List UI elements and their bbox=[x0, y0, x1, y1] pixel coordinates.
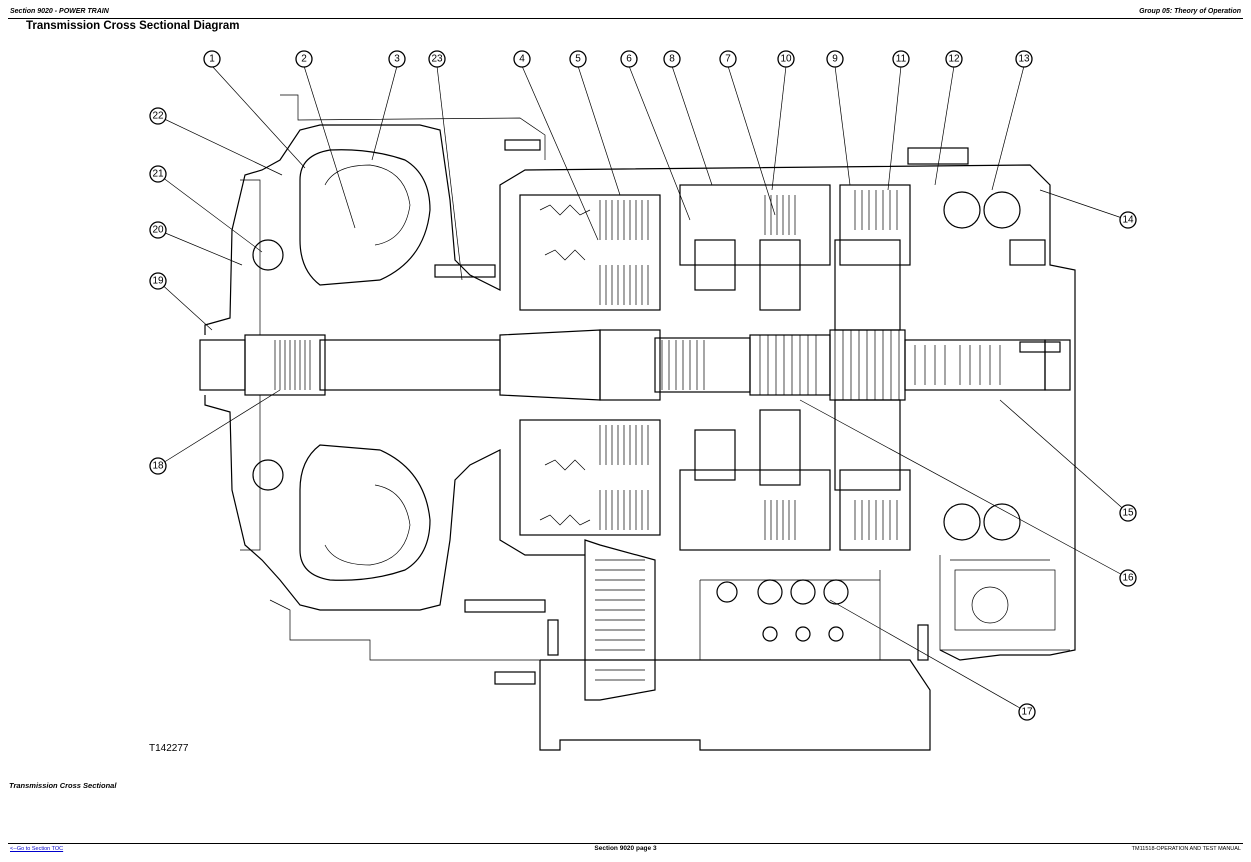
callout-13: 13 bbox=[1015, 50, 1033, 68]
torque-converter bbox=[240, 149, 431, 581]
callout-4: 4 bbox=[513, 50, 531, 68]
footer-divider bbox=[8, 843, 1243, 844]
svg-text:3: 3 bbox=[394, 54, 400, 65]
svg-text:13: 13 bbox=[1018, 54, 1030, 65]
callout-16: 16 bbox=[1119, 569, 1137, 587]
callout-22: 22 bbox=[149, 107, 167, 125]
page-title: Transmission Cross Sectional Diagram bbox=[26, 20, 240, 32]
callout-17: 17 bbox=[1018, 703, 1036, 721]
svg-text:1: 1 bbox=[209, 54, 215, 65]
callout-2: 2 bbox=[295, 50, 313, 68]
callout-1: 1 bbox=[203, 50, 221, 68]
clutch-packs bbox=[519, 184, 911, 551]
svg-text:22: 22 bbox=[152, 111, 164, 122]
callout-6: 6 bbox=[620, 50, 638, 68]
callout-leaders bbox=[157, 65, 1129, 713]
header-group: Group 05: Theory of Operation bbox=[1139, 8, 1241, 15]
housing-outline bbox=[204, 94, 1076, 751]
svg-text:2: 2 bbox=[301, 54, 307, 65]
svg-text:9: 9 bbox=[832, 54, 838, 65]
svg-text:16: 16 bbox=[1122, 573, 1134, 584]
figure-id: T142277 bbox=[149, 743, 189, 754]
svg-text:17: 17 bbox=[1021, 707, 1033, 718]
valve-body bbox=[584, 539, 849, 701]
callout-3: 3 bbox=[388, 50, 406, 68]
callout-8: 8 bbox=[663, 50, 681, 68]
callout-9: 9 bbox=[826, 50, 844, 68]
callout-19: 19 bbox=[149, 272, 167, 290]
callout-7: 7 bbox=[719, 50, 737, 68]
callout-21: 21 bbox=[149, 165, 167, 183]
page-number: Section 9020 page 3 bbox=[594, 845, 657, 852]
svg-text:11: 11 bbox=[896, 54, 907, 65]
callout-23: 23 bbox=[428, 50, 446, 68]
callout-12: 12 bbox=[945, 50, 963, 68]
bolts bbox=[434, 139, 1061, 685]
callout-5: 5 bbox=[569, 50, 587, 68]
svg-text:10: 10 bbox=[780, 54, 792, 65]
svg-text:12: 12 bbox=[948, 54, 960, 65]
svg-text:6: 6 bbox=[626, 54, 632, 65]
callout-20: 20 bbox=[149, 221, 167, 239]
svg-text:23: 23 bbox=[431, 54, 443, 65]
output-bearings bbox=[943, 191, 1046, 541]
callout-14: 14 bbox=[1119, 211, 1137, 229]
svg-text:19: 19 bbox=[152, 276, 164, 287]
figure-caption: Transmission Cross Sectional bbox=[9, 781, 117, 790]
svg-text:5: 5 bbox=[575, 54, 581, 65]
section-toc-link[interactable]: <--Go to Section TOC bbox=[10, 846, 64, 852]
callout-11: 11 bbox=[892, 50, 910, 68]
header-section: Section 9020 - POWER TRAIN bbox=[10, 8, 109, 15]
svg-text:14: 14 bbox=[1122, 215, 1134, 226]
svg-text:21: 21 bbox=[152, 169, 164, 180]
svg-text:15: 15 bbox=[1122, 508, 1134, 519]
callout-18: 18 bbox=[149, 457, 167, 475]
main-shafts bbox=[199, 329, 1071, 401]
header-divider bbox=[8, 18, 1243, 19]
manual-name: TM11518-OPERATION AND TEST MANUAL bbox=[1131, 846, 1241, 852]
svg-text:4: 4 bbox=[519, 54, 525, 65]
svg-text:7: 7 bbox=[725, 54, 731, 65]
callout-15: 15 bbox=[1119, 504, 1137, 522]
svg-text:8: 8 bbox=[669, 54, 675, 65]
svg-text:20: 20 bbox=[152, 225, 164, 236]
svg-text:18: 18 bbox=[152, 461, 164, 472]
callout-10: 10 bbox=[777, 50, 795, 68]
